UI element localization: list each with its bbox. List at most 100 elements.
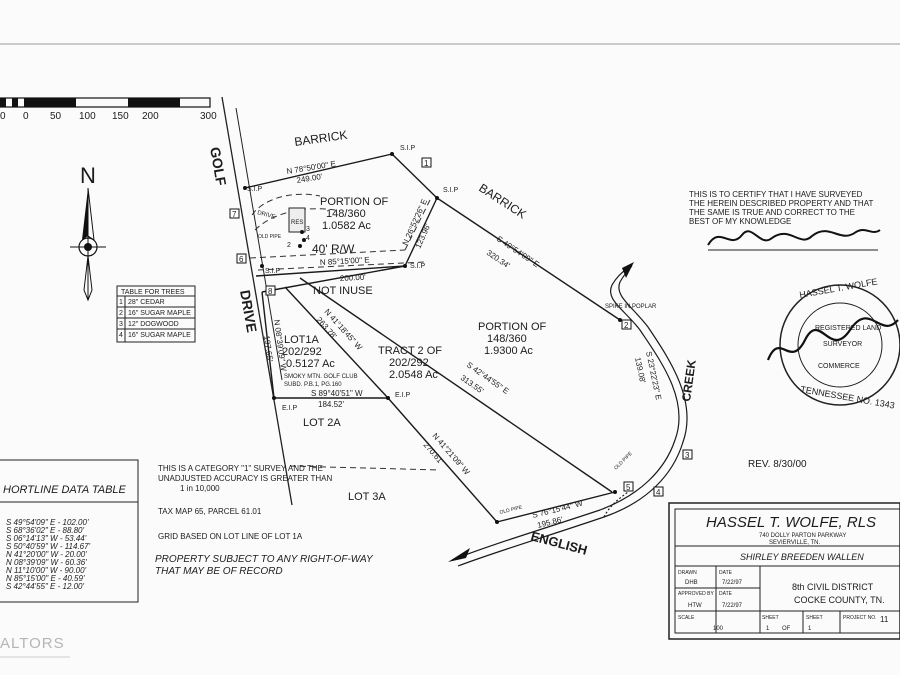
scale-tick-0: 0 [0, 111, 6, 122]
trees-table-title: TABLE FOR TREES [121, 289, 185, 296]
watermark-text: ALTORS [0, 635, 65, 652]
tree-row-num: 2 [119, 310, 123, 317]
shortline-row: N 41°20'00" W - 20.00' [6, 550, 87, 559]
note-line-3: 1 in 10,000 [180, 484, 220, 493]
corner-2: 2 [624, 321, 629, 330]
road-label-drive: DRIVE [237, 289, 260, 334]
tree-row-num: 3 [119, 321, 123, 328]
lot1a-line1: LOT1A [284, 334, 320, 346]
survey-notes: THIS IS A CATEGORY "1" SURVEY AND THE UN… [155, 464, 374, 577]
scale-value: 100 [713, 626, 724, 632]
tract-line2: 202/292 [389, 357, 429, 369]
parcel2-line1: PORTION OF [478, 321, 547, 333]
line-lot1a-west [261, 291, 275, 399]
project-label: PROJECT NO. [843, 615, 877, 621]
project-number: 11 [880, 615, 889, 624]
sheet-label-2: SHEET [806, 615, 823, 621]
creek-arrow-west-icon [448, 548, 470, 562]
eip-east: E.I.P [395, 392, 411, 399]
sheet-label: SHEET [762, 615, 779, 621]
shortline-row: N 85°15'00" E - 40.59' [6, 574, 85, 583]
north-arrow-icon: N [70, 163, 106, 302]
approved-by: HTW [688, 603, 702, 609]
client-name: SHIRLEY BREEDEN WALLEN [740, 552, 864, 562]
shortline-row: S 50°40'59" W - 114.67' [6, 542, 91, 551]
seal-inner-3: COMMERCE [818, 363, 860, 370]
bearing-lot1a-south: S 89°40'51" W [311, 389, 363, 398]
parcel1-line1: PORTION OF [320, 196, 389, 208]
approved-date-label: DATE [719, 591, 733, 597]
shortline-row: N 08°39'09" W - 60.36' [6, 558, 87, 567]
note-line-6: PROPERTY SUBJECT TO ANY RIGHT-OF-WAY [155, 554, 374, 565]
corner-4: 4 [656, 488, 661, 497]
old-pipe-label-1: OLD PIPE [258, 234, 282, 240]
residence-icon: RES [288, 207, 306, 233]
line-to-corner-1 [391, 153, 438, 199]
cert-line-3: THE SAME IS TRUE AND CORRECT TO THE [689, 208, 855, 217]
lot1a-note2: SUBD. P.B.1, PG.160 [284, 382, 342, 388]
sip-west: S.I.P [247, 186, 263, 193]
iron-pin-markers: S.I.P S.I.P S.I.P S.I.P S.I.P E.I.P E.I.… [243, 145, 622, 524]
golf-drive-road: GOLF DRIVE [207, 96, 293, 506]
tract-line1: TRACT 2 OF [378, 345, 442, 357]
lot2a-label: LOT 2A [303, 417, 341, 429]
parcel2-line3: 1.9300 Ac [484, 345, 533, 357]
revision-label: REV. 8/30/00 [748, 459, 807, 470]
sip-top: S.I.P [400, 145, 416, 152]
certification: THIS IS TO CERTIFY THAT I HAVE SURVEYED … [689, 190, 881, 251]
tract-line3: 2.0548 Ac [389, 369, 438, 381]
note-line-4: TAX MAP 65, PARCEL 61.01 [158, 507, 262, 516]
road-label-creek: CREEK [679, 359, 699, 403]
sip-row-west: S.I.P [265, 268, 281, 275]
road-label-english: ENGLISH [529, 528, 589, 557]
shortline-row: N 11°10'00" W - 90.00' [6, 566, 87, 575]
shortline-table: HORTLINE DATA TABLE S 49°54'09" E - 102.… [0, 459, 139, 603]
note-line-5: GRID BASED ON LOT LINE OF LOT 1A [158, 532, 303, 541]
approved-date: 7/22/97 [722, 603, 743, 609]
cert-line-4: BEST OF MY KNOWLEDGE [689, 217, 791, 226]
corner-6: 6 [239, 255, 244, 264]
eip-west: E.I.P [282, 405, 298, 412]
cert-line-1: THIS IS TO CERTIFY THAT I HAVE SURVEYED [689, 190, 863, 199]
road-label-golf: GOLF [207, 146, 230, 188]
row-label: 40' R/W [312, 242, 355, 256]
tree-num-2: 2 [287, 242, 291, 249]
note-line-1: THIS IS A CATEGORY "1" SURVEY AND THE [158, 464, 323, 473]
drawn-label: DRAWN [678, 570, 697, 576]
dist-top: 249.00' [296, 172, 324, 185]
seal-top-text: HASSEL T. WOLFE [799, 276, 879, 300]
dist-lot1a-west: 197.65' [262, 335, 275, 362]
trees-table: TABLE FOR TREES 1 28" CEDAR 2 16" SUGAR … [116, 285, 196, 343]
approved-label: APPROVED BY [678, 591, 715, 597]
parcel1-line3: 1.0582 Ac [322, 220, 371, 232]
dist-creek-east: 139.08' [633, 357, 647, 385]
shortline-row: S 49°54'09" E - 102.00' [6, 518, 89, 527]
district-label: 8th CIVIL DISTRICT [792, 582, 874, 592]
address-line-2: SEVIERVILLE, TN. [769, 540, 820, 546]
lot1a-line2: 202/292 [282, 346, 322, 358]
scale-tick-0b: 0 [23, 111, 29, 122]
corner-1: 1 [424, 159, 429, 168]
scale-tick-50: 50 [50, 111, 62, 122]
parcel-boundaries [244, 153, 621, 523]
line-top-barrick [244, 153, 393, 189]
creek-arrow-north-icon [622, 262, 634, 278]
corner-markers: 1 2 3 4 5 6 7 8 [229, 157, 693, 497]
note-line-2: UNADJUSTED ACCURACY IS GREATER THAN [158, 474, 332, 483]
line-tract-west [284, 286, 389, 399]
driveway-label: DRIVE [256, 210, 275, 221]
line-south [496, 491, 616, 523]
sheet-of: OF [782, 626, 791, 632]
parcel2-line2: 148/360 [487, 333, 527, 345]
seal-inner-2: SURVEYOR [823, 341, 862, 348]
scale-tick-150: 150 [112, 111, 129, 122]
sip-row-east: S.I.P [410, 263, 426, 270]
note-line-7: THAT MAY BE OF RECORD [155, 566, 283, 577]
corner-8: 8 [268, 287, 273, 296]
tree-row-num: 1 [119, 299, 123, 306]
sip-east: S.I.P [443, 187, 459, 194]
scale-label: SCALE [678, 615, 695, 621]
date-label: DATE [719, 570, 733, 576]
